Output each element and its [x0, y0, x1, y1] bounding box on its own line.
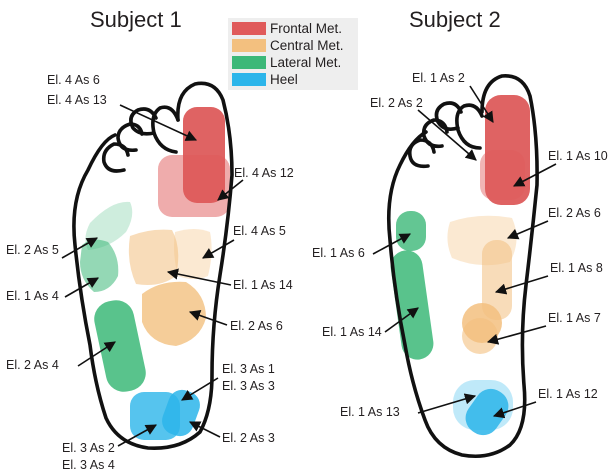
s2-central-region-d — [462, 318, 498, 354]
s2-label-el2as2: El. 2 As 2 — [370, 96, 423, 110]
legend-label-central: Central Met. — [270, 38, 344, 53]
s2-label-el1as12: El. 1 As 12 — [538, 387, 598, 401]
s1-label-el2as4: El. 2 As 4 — [6, 358, 59, 372]
s2-label-el1as13: El. 1 As 13 — [340, 405, 400, 419]
s1-label-el3as1: El. 3 As 1 — [222, 362, 275, 376]
legend: Frontal Met. Central Met. Lateral Met. H… — [228, 18, 358, 90]
s1-label-el1as4: El. 1 As 4 — [6, 289, 59, 303]
s2-label-el1as8: El. 1 As 8 — [550, 261, 603, 275]
legend-label-frontal: Frontal Met. — [270, 21, 342, 36]
legend-swatch-frontal — [232, 22, 266, 35]
s1-label-el3as4: El. 3 As 4 — [62, 458, 115, 472]
s2-lateral-region-a — [396, 211, 426, 251]
s1-frontal-region-b — [158, 155, 230, 217]
subject1-foot — [74, 83, 232, 448]
legend-label-lateral: Lateral Met. — [270, 55, 341, 70]
s1-label-el4as5: El. 4 As 5 — [233, 224, 286, 238]
subject1-title: Subject 1 — [90, 7, 182, 32]
s1-central-region-a — [129, 230, 178, 285]
s1-label-el2as6: El. 2 As 6 — [230, 319, 283, 333]
s2-lateral-region-b — [389, 248, 436, 361]
s1-label-el4as6: El. 4 As 6 — [47, 73, 100, 87]
s2-toe-5 — [410, 140, 434, 166]
legend-swatch-lateral — [232, 56, 266, 69]
s1-label-el4as13: El. 4 As 13 — [47, 93, 107, 107]
s2-label-el1as10: El. 1 As 10 — [548, 149, 608, 163]
subject2-title: Subject 2 — [409, 7, 501, 32]
s2-label-el2as6: El. 2 As 6 — [548, 206, 601, 220]
s1-toe-5 — [104, 144, 128, 171]
s2-label-el1as2: El. 1 As 2 — [412, 71, 465, 85]
s1-label-el3as2: El. 3 As 2 — [62, 441, 115, 455]
s1-label-el4as12: El. 4 As 12 — [234, 166, 294, 180]
s1-label-el1as14: El. 1 As 14 — [233, 278, 293, 292]
s1-lateral-region-c — [91, 297, 149, 395]
s1-label-el2as5: El. 2 As 5 — [6, 243, 59, 257]
s2-label-el1as6: El. 1 As 6 — [312, 246, 365, 260]
s1-label-el2as3: El. 2 As 3 — [222, 431, 275, 445]
legend-label-heel: Heel — [270, 72, 298, 87]
s1-central-region-b — [174, 229, 212, 279]
s2-label-el1as14: El. 1 As 14 — [322, 325, 382, 339]
legend-swatch-central — [232, 39, 266, 52]
s2-frontal-region-b — [480, 150, 525, 200]
s2-label-el1as7: El. 1 As 7 — [548, 311, 601, 325]
legend-swatch-heel — [232, 73, 266, 86]
s1-label-el3as3: El. 3 As 3 — [222, 379, 275, 393]
